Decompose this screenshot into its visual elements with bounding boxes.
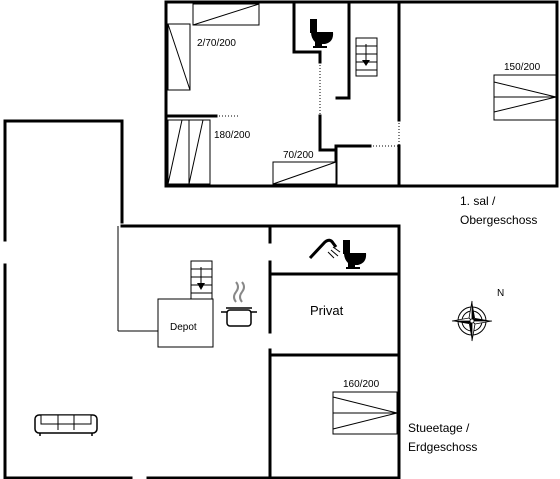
bed-icon — [167, 119, 211, 185]
bed-size-label: 160/200 — [343, 379, 380, 390]
bed-size-label: 2/70/200 — [197, 38, 236, 49]
kitchen-pot-icon — [221, 281, 257, 327]
toilet-icon — [343, 240, 367, 269]
bed-icon — [167, 23, 191, 91]
floor-name-line: Obergeschoss — [460, 213, 537, 227]
compass-north-label: N — [497, 288, 504, 299]
stairs-icon — [190, 260, 213, 300]
bed-size-label: 180/200 — [214, 130, 251, 141]
ground-floor-outer-wall — [3, 119, 401, 479]
upper-floor-outer-wall — [164, 0, 559, 188]
floor-name-line: 1. sal / — [460, 194, 496, 208]
floor-name-line: Stueetage / — [408, 421, 470, 435]
upper-floor: 2/70/200 180/200 70/200 150/200 — [164, 0, 559, 227]
room-label-depot: Depot — [170, 322, 197, 333]
floor-name-line: Erdgeschoss — [408, 440, 477, 454]
sofa-icon — [34, 414, 98, 436]
ground-floor-interior-walls — [117, 224, 401, 479]
bed-size-label: 150/200 — [504, 62, 541, 73]
compass-rose-icon — [451, 300, 493, 342]
bed-icon — [332, 391, 398, 435]
bed-icon — [272, 161, 337, 185]
ground-floor: Depot Privat 1 — [3, 119, 477, 479]
bed-icon — [493, 74, 557, 121]
stairs-icon — [355, 37, 378, 77]
room-label-private: Privat — [310, 303, 344, 318]
shower-icon — [308, 238, 341, 260]
bed-size-label: 70/200 — [283, 150, 314, 161]
bed-icon — [192, 3, 260, 26]
toilet-icon — [310, 19, 334, 48]
upper-floor-openings — [216, 62, 400, 147]
